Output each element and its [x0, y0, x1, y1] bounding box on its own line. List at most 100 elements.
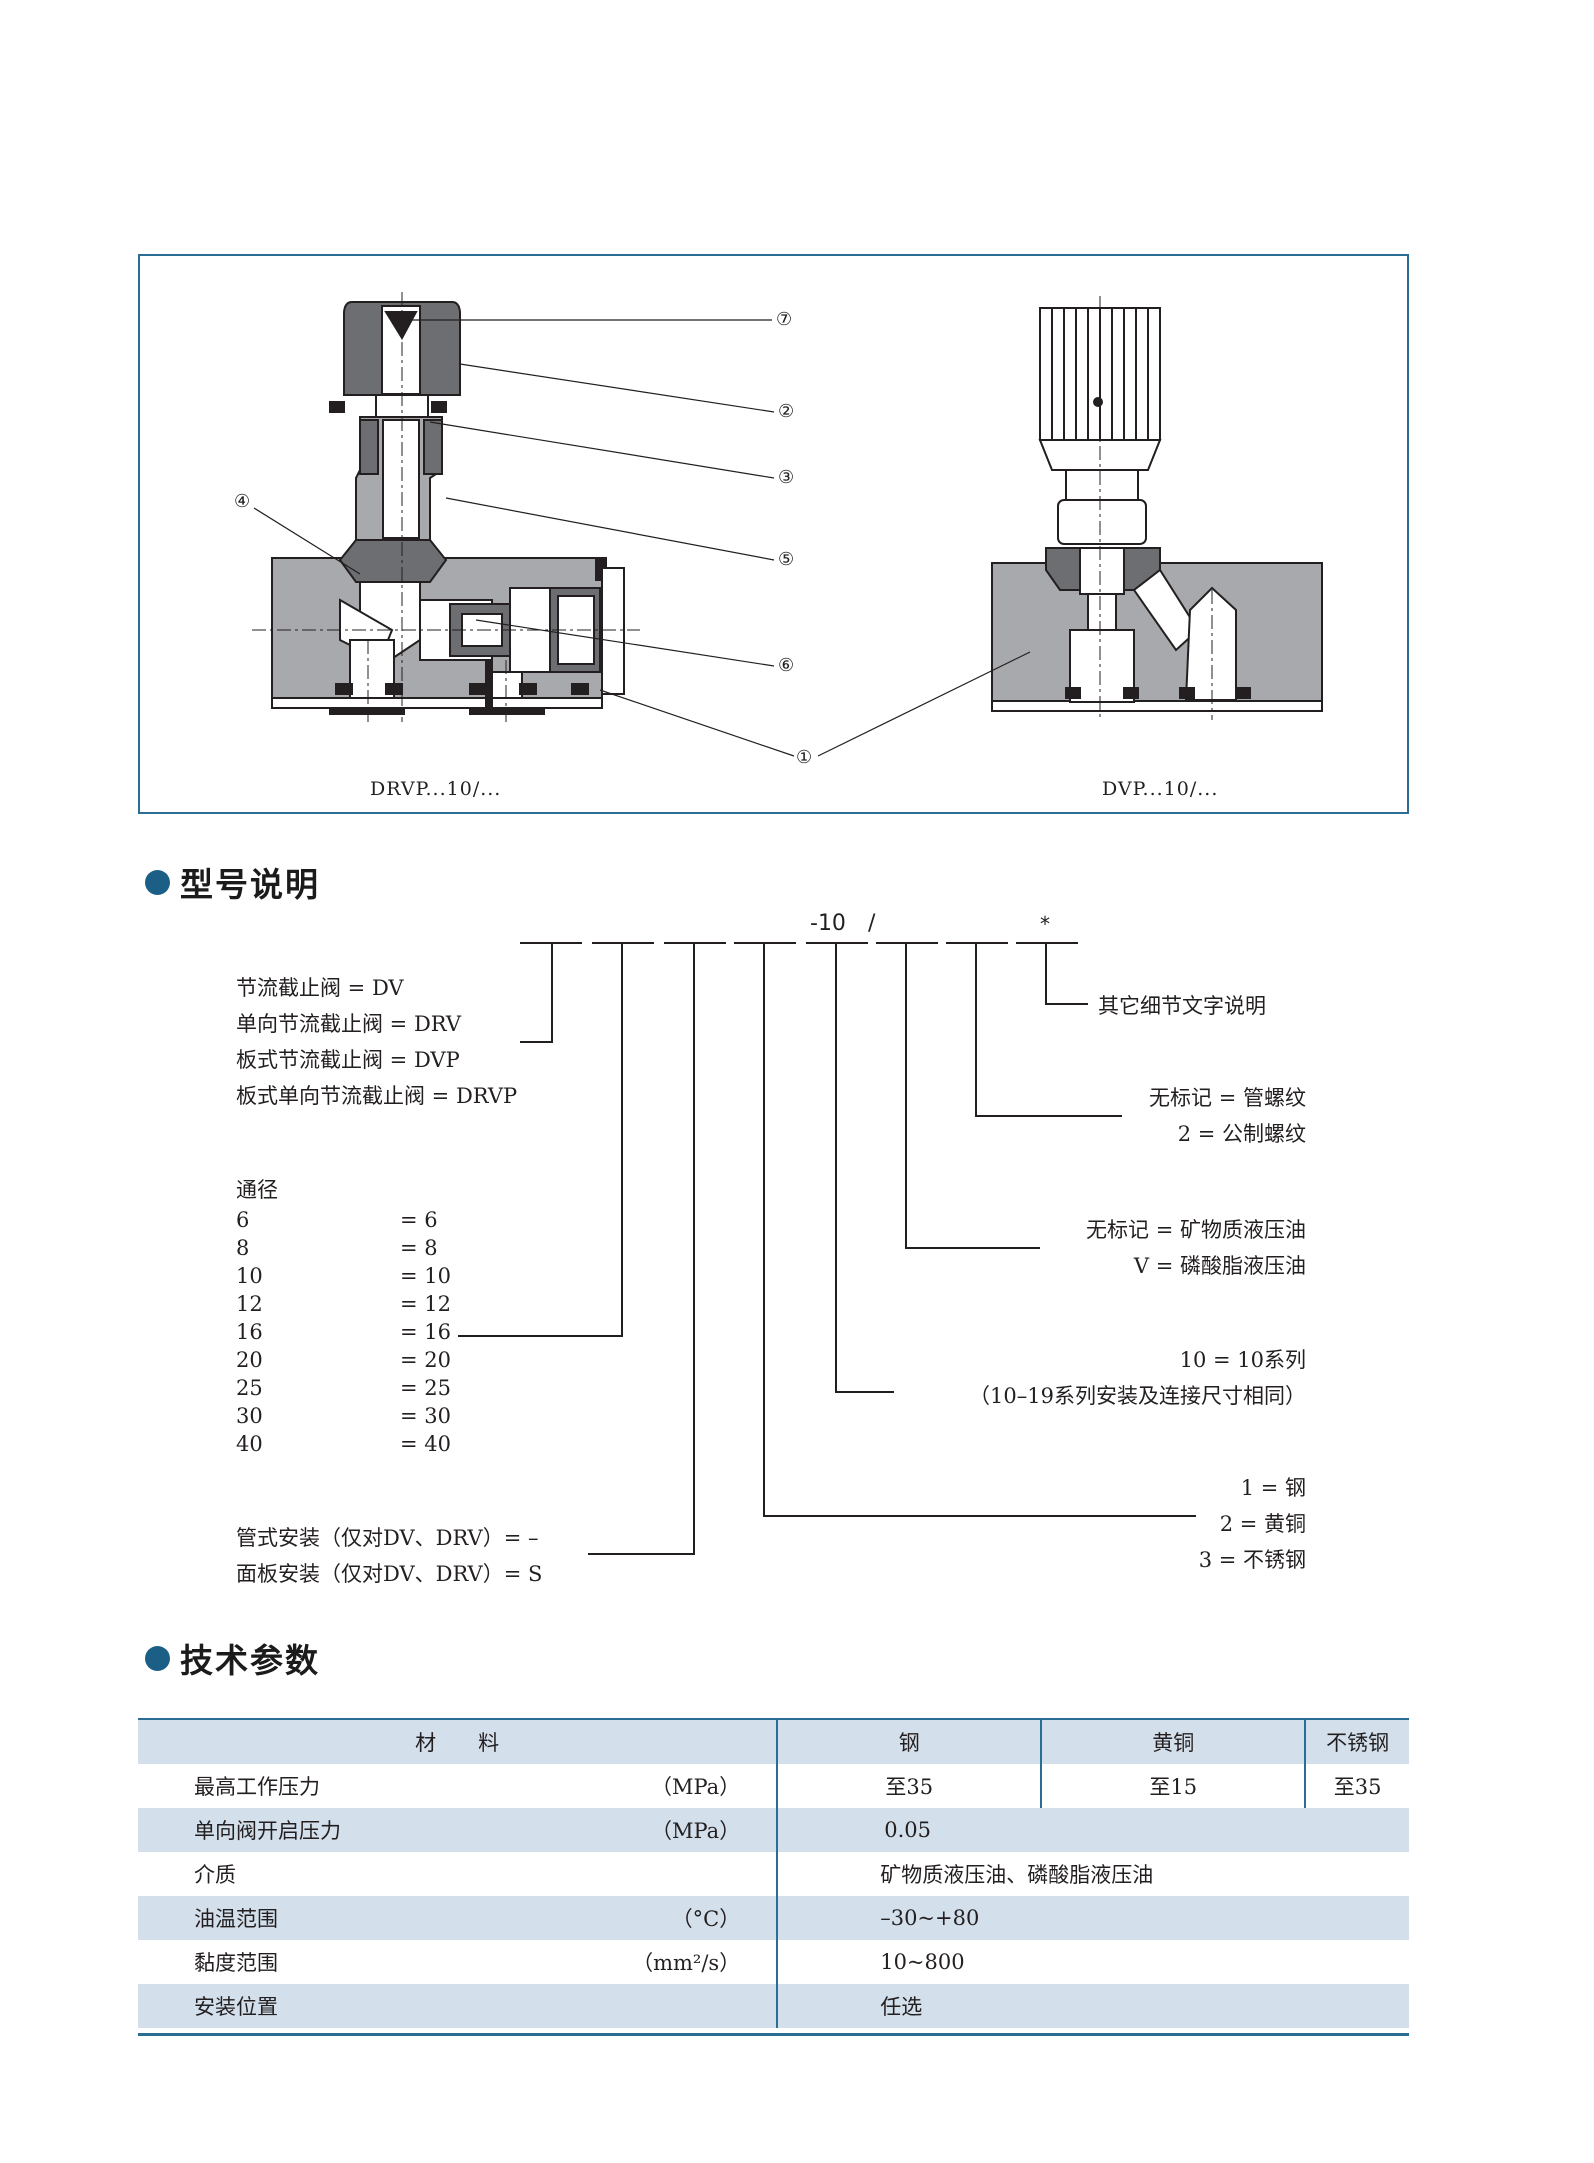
- table-row: 单向阀开启压力 （MPa） 0.05: [138, 1808, 1409, 1852]
- code-slot-bore: [592, 942, 654, 944]
- drvp-caption: DRVP...10/...: [370, 778, 502, 800]
- material-stainless: 3 = 不锈钢: [1198, 1548, 1306, 1572]
- row-label: 安装位置: [138, 1984, 541, 2028]
- row-label: 最高工作压力: [194, 1775, 320, 1799]
- bore-size: 12: [236, 1292, 263, 1316]
- other-details: 其它细节文字说明: [1098, 994, 1266, 1018]
- bore-code: = 40: [400, 1432, 451, 1456]
- drvp-valve-drawing: [271, 301, 625, 715]
- thread-unmarked: 无标记 = 管螺纹: [1149, 1086, 1306, 1110]
- callout-1: ①: [796, 747, 813, 768]
- row-value: 矿物质液压油、磷酸脂液压油: [776, 1852, 1409, 1896]
- row-unit: （°C）: [540, 1896, 778, 1940]
- dvp-caption: DVP...10/...: [1102, 778, 1219, 800]
- table-row: 黏度范围 （mm²/s） 10~800: [138, 1940, 1409, 1984]
- code-star: *: [1040, 912, 1050, 936]
- bore-code: = 20: [400, 1348, 451, 1372]
- row-label: 介质: [194, 1863, 236, 1887]
- model-section-heading: 型号说明: [145, 858, 320, 906]
- type-drvp: 板式单向节流截止阀 = DRVP: [236, 1084, 518, 1108]
- code-slot-other: [1016, 942, 1078, 944]
- row-value: 0.05: [776, 1808, 1409, 1852]
- row-label: 油温范围: [138, 1896, 541, 1940]
- row-label: 黏度范围: [194, 1951, 278, 1975]
- callout-5: ⑤: [778, 549, 795, 570]
- callout-2: ②: [778, 401, 795, 422]
- row-unit: [540, 1984, 778, 2028]
- table-bottom-rule: [138, 2033, 1409, 2036]
- code-slot-series: [806, 942, 868, 944]
- code-slash: /: [868, 911, 876, 936]
- row-value: 10~800: [776, 1940, 1409, 1984]
- spec-table: 材 料 钢 黄铜 不锈钢 最高工作压力 （MPa） 至35 至15 至35 单向…: [138, 1720, 1409, 2028]
- row-value-brass: 至15: [1040, 1764, 1306, 1808]
- row-value: 任选: [776, 1984, 1409, 2028]
- bore-code: = 30: [400, 1404, 451, 1428]
- bore-size: 6: [236, 1208, 250, 1232]
- type-dv: 节流截止阀 = DV: [236, 976, 404, 1000]
- series-10: 10 = 10系列: [1179, 1348, 1306, 1372]
- mounting-pipe: 管式安装（仅对DV、DRV）= –: [236, 1526, 539, 1550]
- tech-section-title: 技术参数: [180, 1641, 320, 1680]
- callout-4: ④: [234, 491, 251, 512]
- code-slot-fluid: [876, 942, 938, 944]
- bore-code: = 6: [400, 1208, 438, 1232]
- callout-7: ⑦: [776, 309, 793, 330]
- material-brass: 2 = 黄铜: [1219, 1512, 1306, 1536]
- table-header-row: 材 料 钢 黄铜 不锈钢: [138, 1720, 1409, 1764]
- type-dvp: 板式节流截止阀 = DVP: [236, 1048, 460, 1072]
- bore-size: 8: [236, 1236, 250, 1260]
- code-slot-material: [734, 942, 796, 944]
- row-unit: （MPa）: [650, 1775, 741, 1799]
- dvp-valve-drawing: [991, 307, 1323, 712]
- table-row: 油温范围 （°C） –30~+80: [138, 1896, 1409, 1940]
- bore-size: 10: [236, 1264, 263, 1288]
- bore-code: = 25: [400, 1376, 451, 1400]
- header-steel: 钢: [776, 1720, 1042, 1764]
- figure-frame: [138, 254, 1409, 814]
- thread-metric: 2 = 公制螺纹: [1177, 1122, 1306, 1146]
- valve-drawings: [252, 292, 1323, 757]
- type-drv: 单向节流截止阀 = DRV: [236, 1012, 462, 1036]
- series-note: （10–19系列安装及连接尺寸相同）: [969, 1384, 1306, 1408]
- row-label: 单向阀开启压力: [138, 1808, 541, 1852]
- code-slot-mounting: [664, 942, 726, 944]
- code-series: -10: [810, 911, 846, 936]
- row-unit: [540, 1852, 777, 1896]
- callout-3: ③: [778, 467, 795, 488]
- fluid-phosphate: V = 磷酸脂液压油: [1133, 1254, 1306, 1278]
- bore-size: 25: [236, 1376, 263, 1400]
- header-stainless: 不锈钢: [1304, 1720, 1409, 1764]
- header-material-label: 材 料: [138, 1720, 778, 1764]
- table-top-rule: [138, 1718, 1409, 1721]
- row-value: –30~+80: [776, 1896, 1409, 1940]
- model-connectors: [458, 944, 1196, 1555]
- bore-size: 40: [236, 1432, 263, 1456]
- table-row: 安装位置 任选: [138, 1984, 1409, 2028]
- bore-size: 16: [236, 1320, 263, 1344]
- bore-size: 20: [236, 1348, 263, 1372]
- bore-code: = 10: [400, 1264, 451, 1288]
- bore-code: = 8: [400, 1236, 438, 1260]
- row-value-steel: 至35: [776, 1764, 1042, 1808]
- row-value-stainless: 至35: [1304, 1764, 1409, 1808]
- header-brass: 黄铜: [1040, 1720, 1306, 1764]
- table-row: 最高工作压力 （MPa） 至35 至15 至35: [138, 1764, 1409, 1808]
- table-row: 介质 矿物质液压油、磷酸脂液压油: [138, 1852, 1409, 1896]
- code-slot-thread: [946, 942, 1008, 944]
- model-section-title: 型号说明: [180, 865, 320, 904]
- bore-size: 30: [236, 1404, 263, 1428]
- code-slot-type: [520, 942, 582, 944]
- material-steel: 1 = 钢: [1240, 1476, 1306, 1500]
- row-unit: （mm²/s）: [632, 1951, 741, 1975]
- bore-code: = 12: [400, 1292, 451, 1316]
- bullet-dot-icon: [145, 1645, 170, 1671]
- callout-6: ⑥: [778, 655, 795, 676]
- mounting-panel: 面板安装（仅对DV、DRV）= S: [236, 1562, 543, 1586]
- bore-code: = 16: [400, 1320, 451, 1344]
- bore-label: 通径: [236, 1178, 278, 1202]
- row-unit: （MPa）: [540, 1808, 778, 1852]
- bullet-dot-icon: [145, 869, 170, 895]
- tech-section-heading: 技术参数: [145, 1634, 320, 1682]
- fluid-mineral: 无标记 = 矿物质液压油: [1086, 1218, 1306, 1242]
